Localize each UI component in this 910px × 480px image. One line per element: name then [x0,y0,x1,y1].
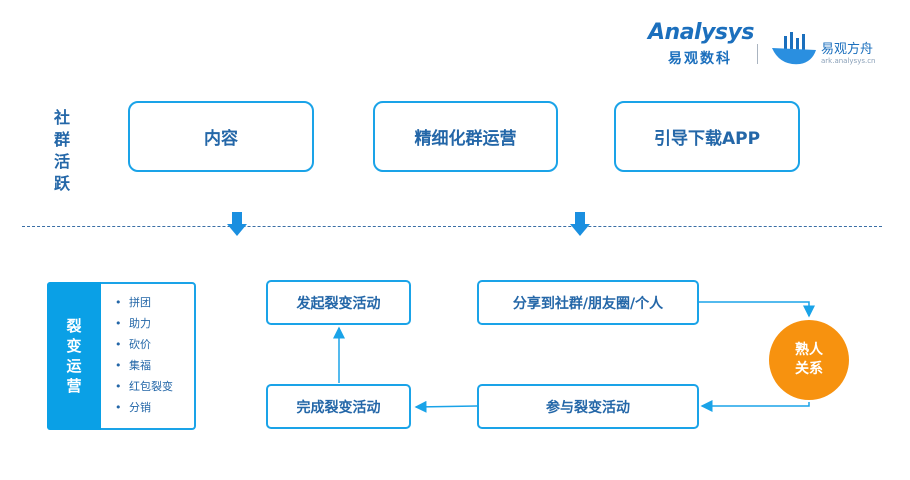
ark-brand-cn: 易观方舟 [821,42,874,57]
list-item: 红包裂变 [115,376,173,397]
circle-text: 关系 [795,361,823,377]
analysys-logo-mark: A [648,20,665,45]
list-item: 助力 [115,313,173,334]
side-label-char: 跃 [53,174,70,193]
list-item: 砍价 [115,334,173,355]
analysys-logo-text: nalysys [664,20,755,45]
fission-methods-list: 拼团 助力 砍价 集福 红包裂变 分销 [115,292,173,418]
launch-activity-box: 发起裂变活动 [266,280,411,325]
side-label-char: 群 [53,130,70,149]
circle-text: 熟人 [795,342,823,358]
side-label-char: 活 [53,152,70,171]
participate-to-complete-line [414,400,478,413]
list-item: 集福 [115,355,173,376]
list-item: 拼团 [115,292,173,313]
content-box: 内容 [128,101,314,172]
fission-operation-panel: 裂 变 运 营 拼团 助力 砍价 集福 红包裂变 分销 [47,282,196,430]
analysys-logo-cn: 易观数科 [668,51,732,67]
participate-activity-box: 参与裂变活动 [477,384,699,429]
group-operation-box: 精细化群运营 [373,101,558,172]
fission-title-char: 运 [66,357,82,375]
circle-to-participate-line [700,400,810,412]
side-label-char: 社 [53,108,70,127]
down-arrow-left [227,212,247,236]
complete-activity-box: 完成裂变活动 [266,384,411,429]
ark-brand-url: ark.analysys.cn [821,57,876,65]
list-item: 分销 [115,397,173,418]
ark-whale-icon [772,32,816,65]
logo-separator [757,44,758,64]
down-arrow-right [570,212,590,236]
community-active-label: 社 群 活 跃 [52,107,72,195]
fission-title-char: 裂 [66,317,82,335]
share-box: 分享到社群/朋友圈/个人 [477,280,699,325]
acquaintance-relation-circle: 熟人 关系 [769,320,849,400]
fission-title-char: 变 [66,337,82,355]
download-app-box: 引导下载APP [614,101,800,172]
fission-title-char: 营 [66,377,82,395]
analysys-logo: Analysys [648,20,754,45]
fission-operation-title: 裂 变 运 营 [47,282,101,430]
section-divider [22,226,882,227]
share-to-circle-line [698,301,815,318]
